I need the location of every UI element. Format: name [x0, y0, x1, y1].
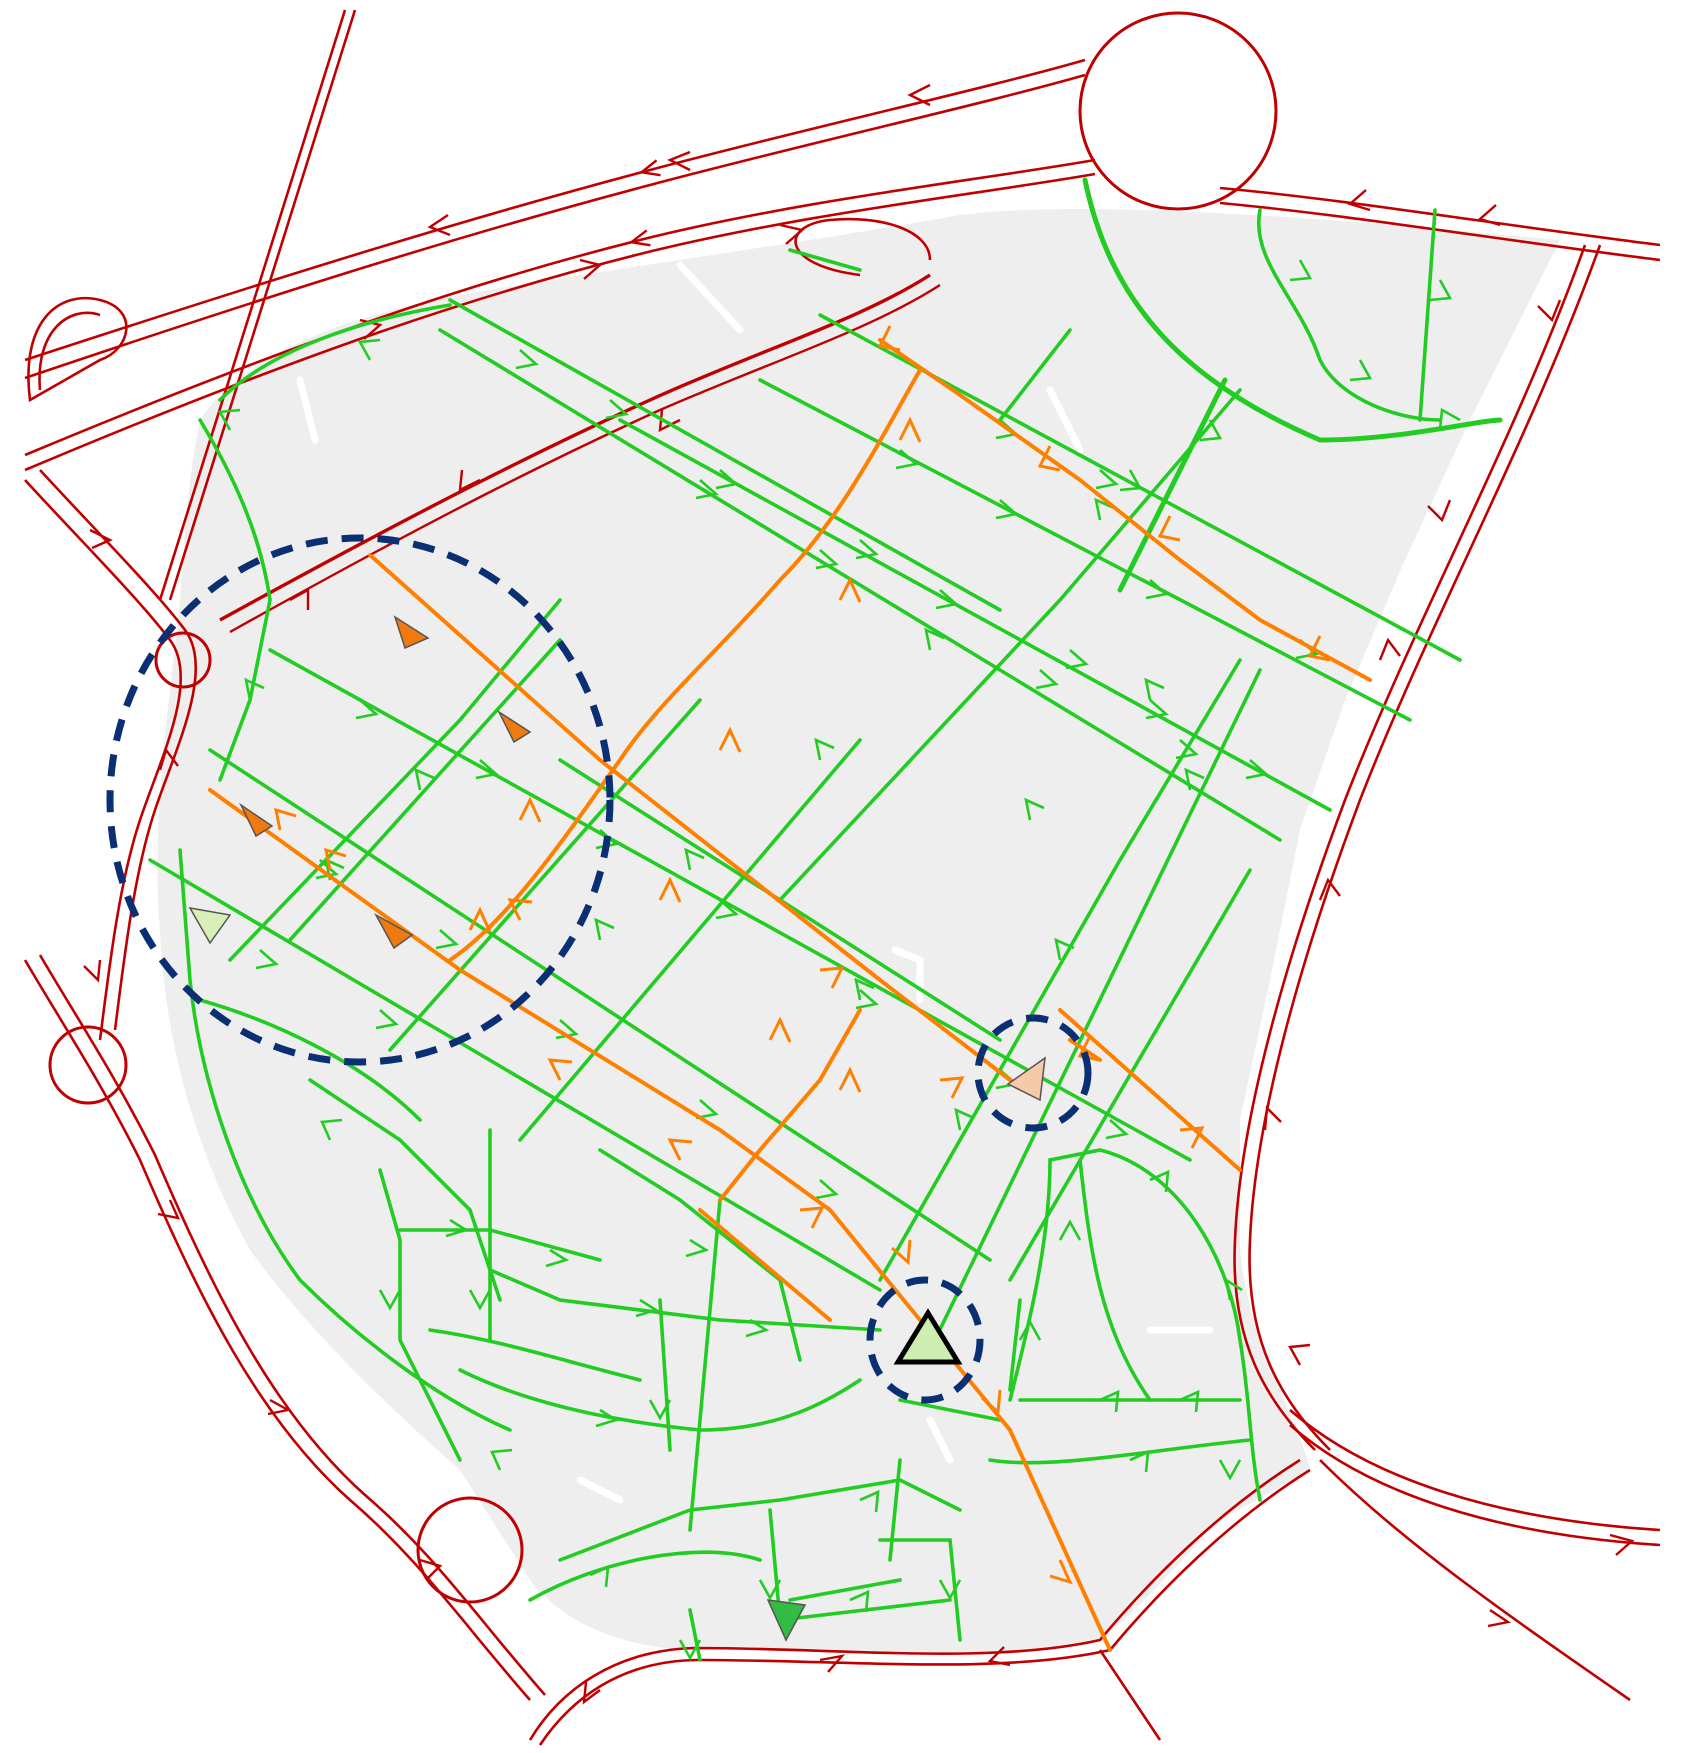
local-roads	[148, 177, 1503, 1662]
triangle-marker-icon	[1006, 1056, 1046, 1102]
triangle-marker-icon	[188, 906, 232, 945]
collector-flow-arrows	[274, 325, 1331, 1585]
local-flow-arrows	[217, 259, 1461, 1661]
district-area	[157, 209, 1561, 1653]
highlight-circle-west-cluster	[106, 534, 614, 1066]
triangle-marker-icon-large	[893, 1308, 963, 1365]
triangle-marker-icon	[497, 709, 532, 744]
triangle-marker-icon	[393, 615, 430, 650]
triangle-marker-icon	[766, 1599, 807, 1642]
markers	[188, 615, 1046, 1642]
building-gaps	[296, 261, 1214, 1504]
arterial-flow-arrows	[83, 83, 1635, 1705]
highlight-circle-south-junction	[866, 1276, 984, 1404]
triangle-marker-icon	[374, 913, 414, 950]
collector-roads	[208, 338, 1372, 1652]
highlight-circle-east-intersection	[974, 1014, 1092, 1132]
triangle-marker-icon	[239, 802, 274, 838]
highlight-circles	[106, 534, 1092, 1404]
